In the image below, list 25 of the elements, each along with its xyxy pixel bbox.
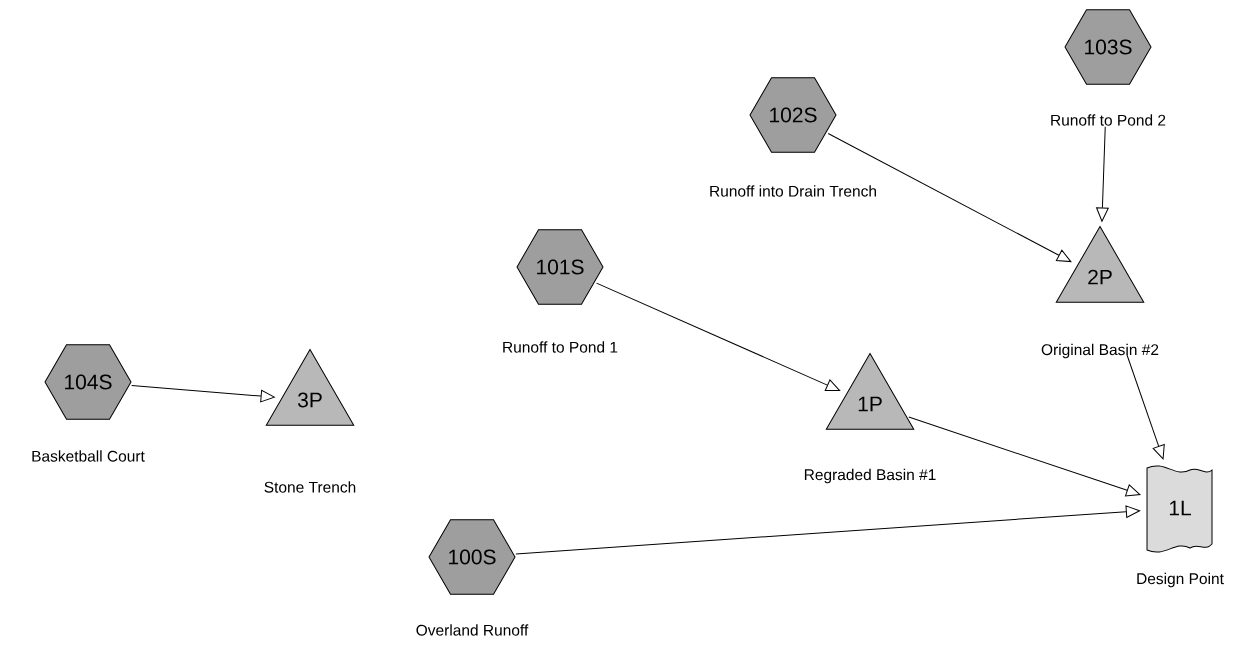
triangle-node: 1P (825, 353, 915, 430)
arrow (827, 133, 1072, 263)
arrow (596, 282, 841, 392)
caption-text: Runoff to Pond 2 (1051, 114, 1166, 126)
caption-text: Design Point (1137, 572, 1224, 588)
caption-text: Stone Trench (264, 481, 356, 493)
caption-text: Basketball Court (32, 450, 145, 462)
caption-text: Runoff to Pond 1 (503, 341, 618, 353)
arrow (131, 385, 275, 403)
caption-text: Original Basin #2 (1041, 343, 1159, 359)
arrow (515, 505, 1141, 555)
caption-text: Regraded Basin #1 (804, 468, 936, 484)
hexagon-node: 104S (44, 344, 132, 420)
arrow (908, 416, 1141, 497)
flag-node: 1L (1146, 465, 1213, 553)
hexagon-node: 101S (516, 229, 604, 305)
triangle-node: 3P (265, 349, 355, 426)
hexagon-node: 102S (749, 77, 837, 153)
hexagon-node: 103S (1064, 9, 1152, 85)
caption-text: Overland Runoff (416, 624, 529, 636)
hexagon-node: 100S (428, 519, 516, 595)
caption-text: Runoff into Drain Trench (710, 185, 876, 197)
arrow (1096, 126, 1109, 222)
triangle-node: 2P (1055, 226, 1145, 303)
arrow (1126, 354, 1165, 460)
